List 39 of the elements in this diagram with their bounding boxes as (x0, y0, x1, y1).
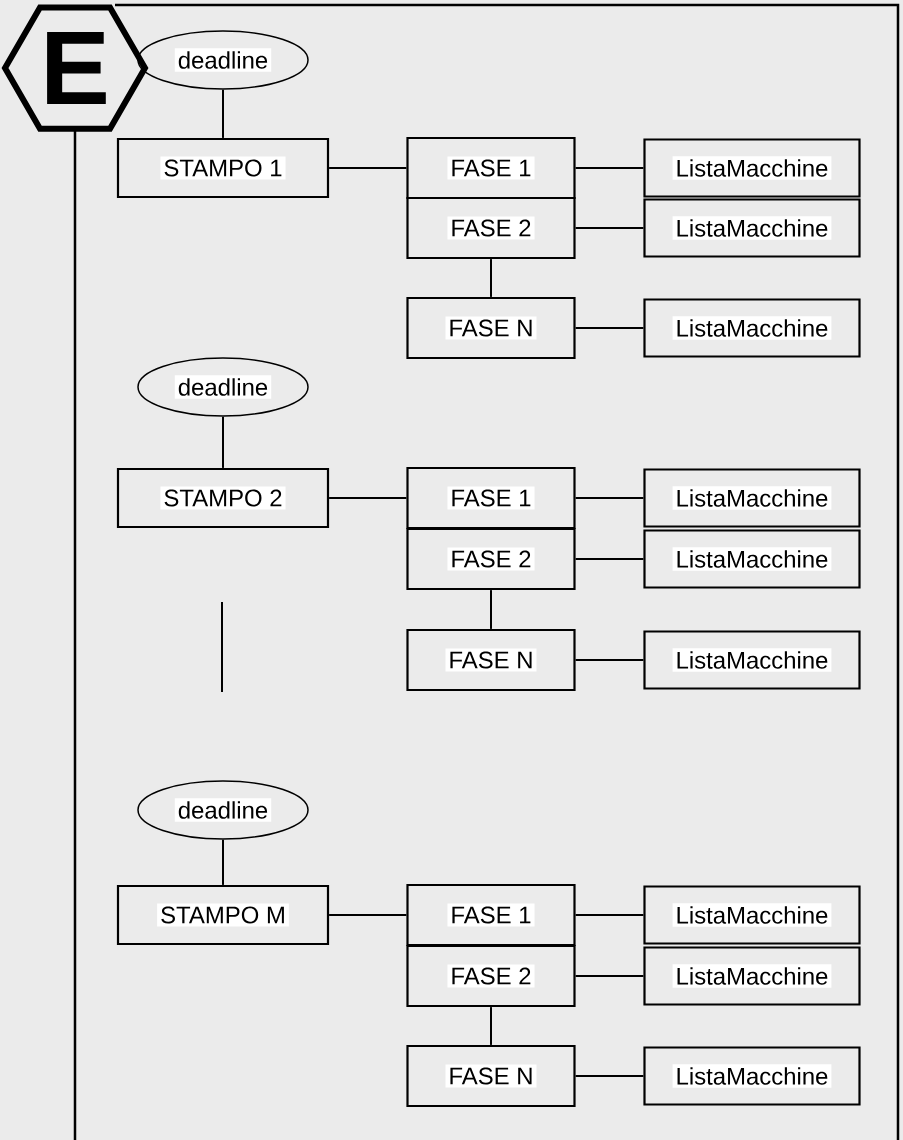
phase-box: FASE 1 (406, 466, 576, 530)
machine-list-box: ListaMacchine (643, 468, 861, 528)
machine-list-box: ListaMacchine (643, 885, 861, 945)
stampo-box: STAMPO M (116, 884, 330, 946)
connector-line (490, 589, 492, 630)
connector-line (328, 914, 408, 916)
stampo-box: STAMPO 1 (116, 137, 330, 199)
phase-box: FASE N (406, 1044, 576, 1108)
connector-line (574, 975, 645, 977)
connector-line (222, 88, 224, 139)
machine-list-box: ListaMacchine (643, 1046, 861, 1106)
connector-line (490, 258, 492, 298)
stampo-box: STAMPO 2 (116, 467, 330, 529)
connector-line (490, 1006, 492, 1046)
machine-list-box: ListaMacchine (643, 298, 861, 358)
connector-line (574, 914, 645, 916)
machine-list-box: ListaMacchine (643, 630, 861, 690)
connector-line (574, 497, 645, 499)
machine-list-box: ListaMacchine (643, 529, 861, 589)
connector-line (574, 558, 645, 560)
connector-line (574, 659, 645, 661)
connector-line (222, 838, 224, 886)
machine-list-box: ListaMacchine (643, 198, 861, 258)
phase-box: FASE 2 (406, 944, 576, 1008)
machine-list-box: ListaMacchine (643, 138, 861, 198)
phase-box: FASE N (406, 628, 576, 692)
phase-box: FASE 1 (406, 136, 576, 200)
connector-line (574, 227, 645, 229)
connector-line (328, 497, 408, 499)
connector-line (574, 327, 645, 329)
connector-line (574, 167, 645, 169)
phase-box: FASE 2 (406, 527, 576, 591)
phase-box: FASE 2 (406, 196, 576, 260)
connector-line (328, 167, 408, 169)
machine-list-box: ListaMacchine (643, 946, 861, 1006)
phase-box: FASE N (406, 296, 576, 360)
connector-line (222, 415, 224, 469)
connector-line (574, 1075, 645, 1077)
phase-box: FASE 1 (406, 883, 576, 947)
